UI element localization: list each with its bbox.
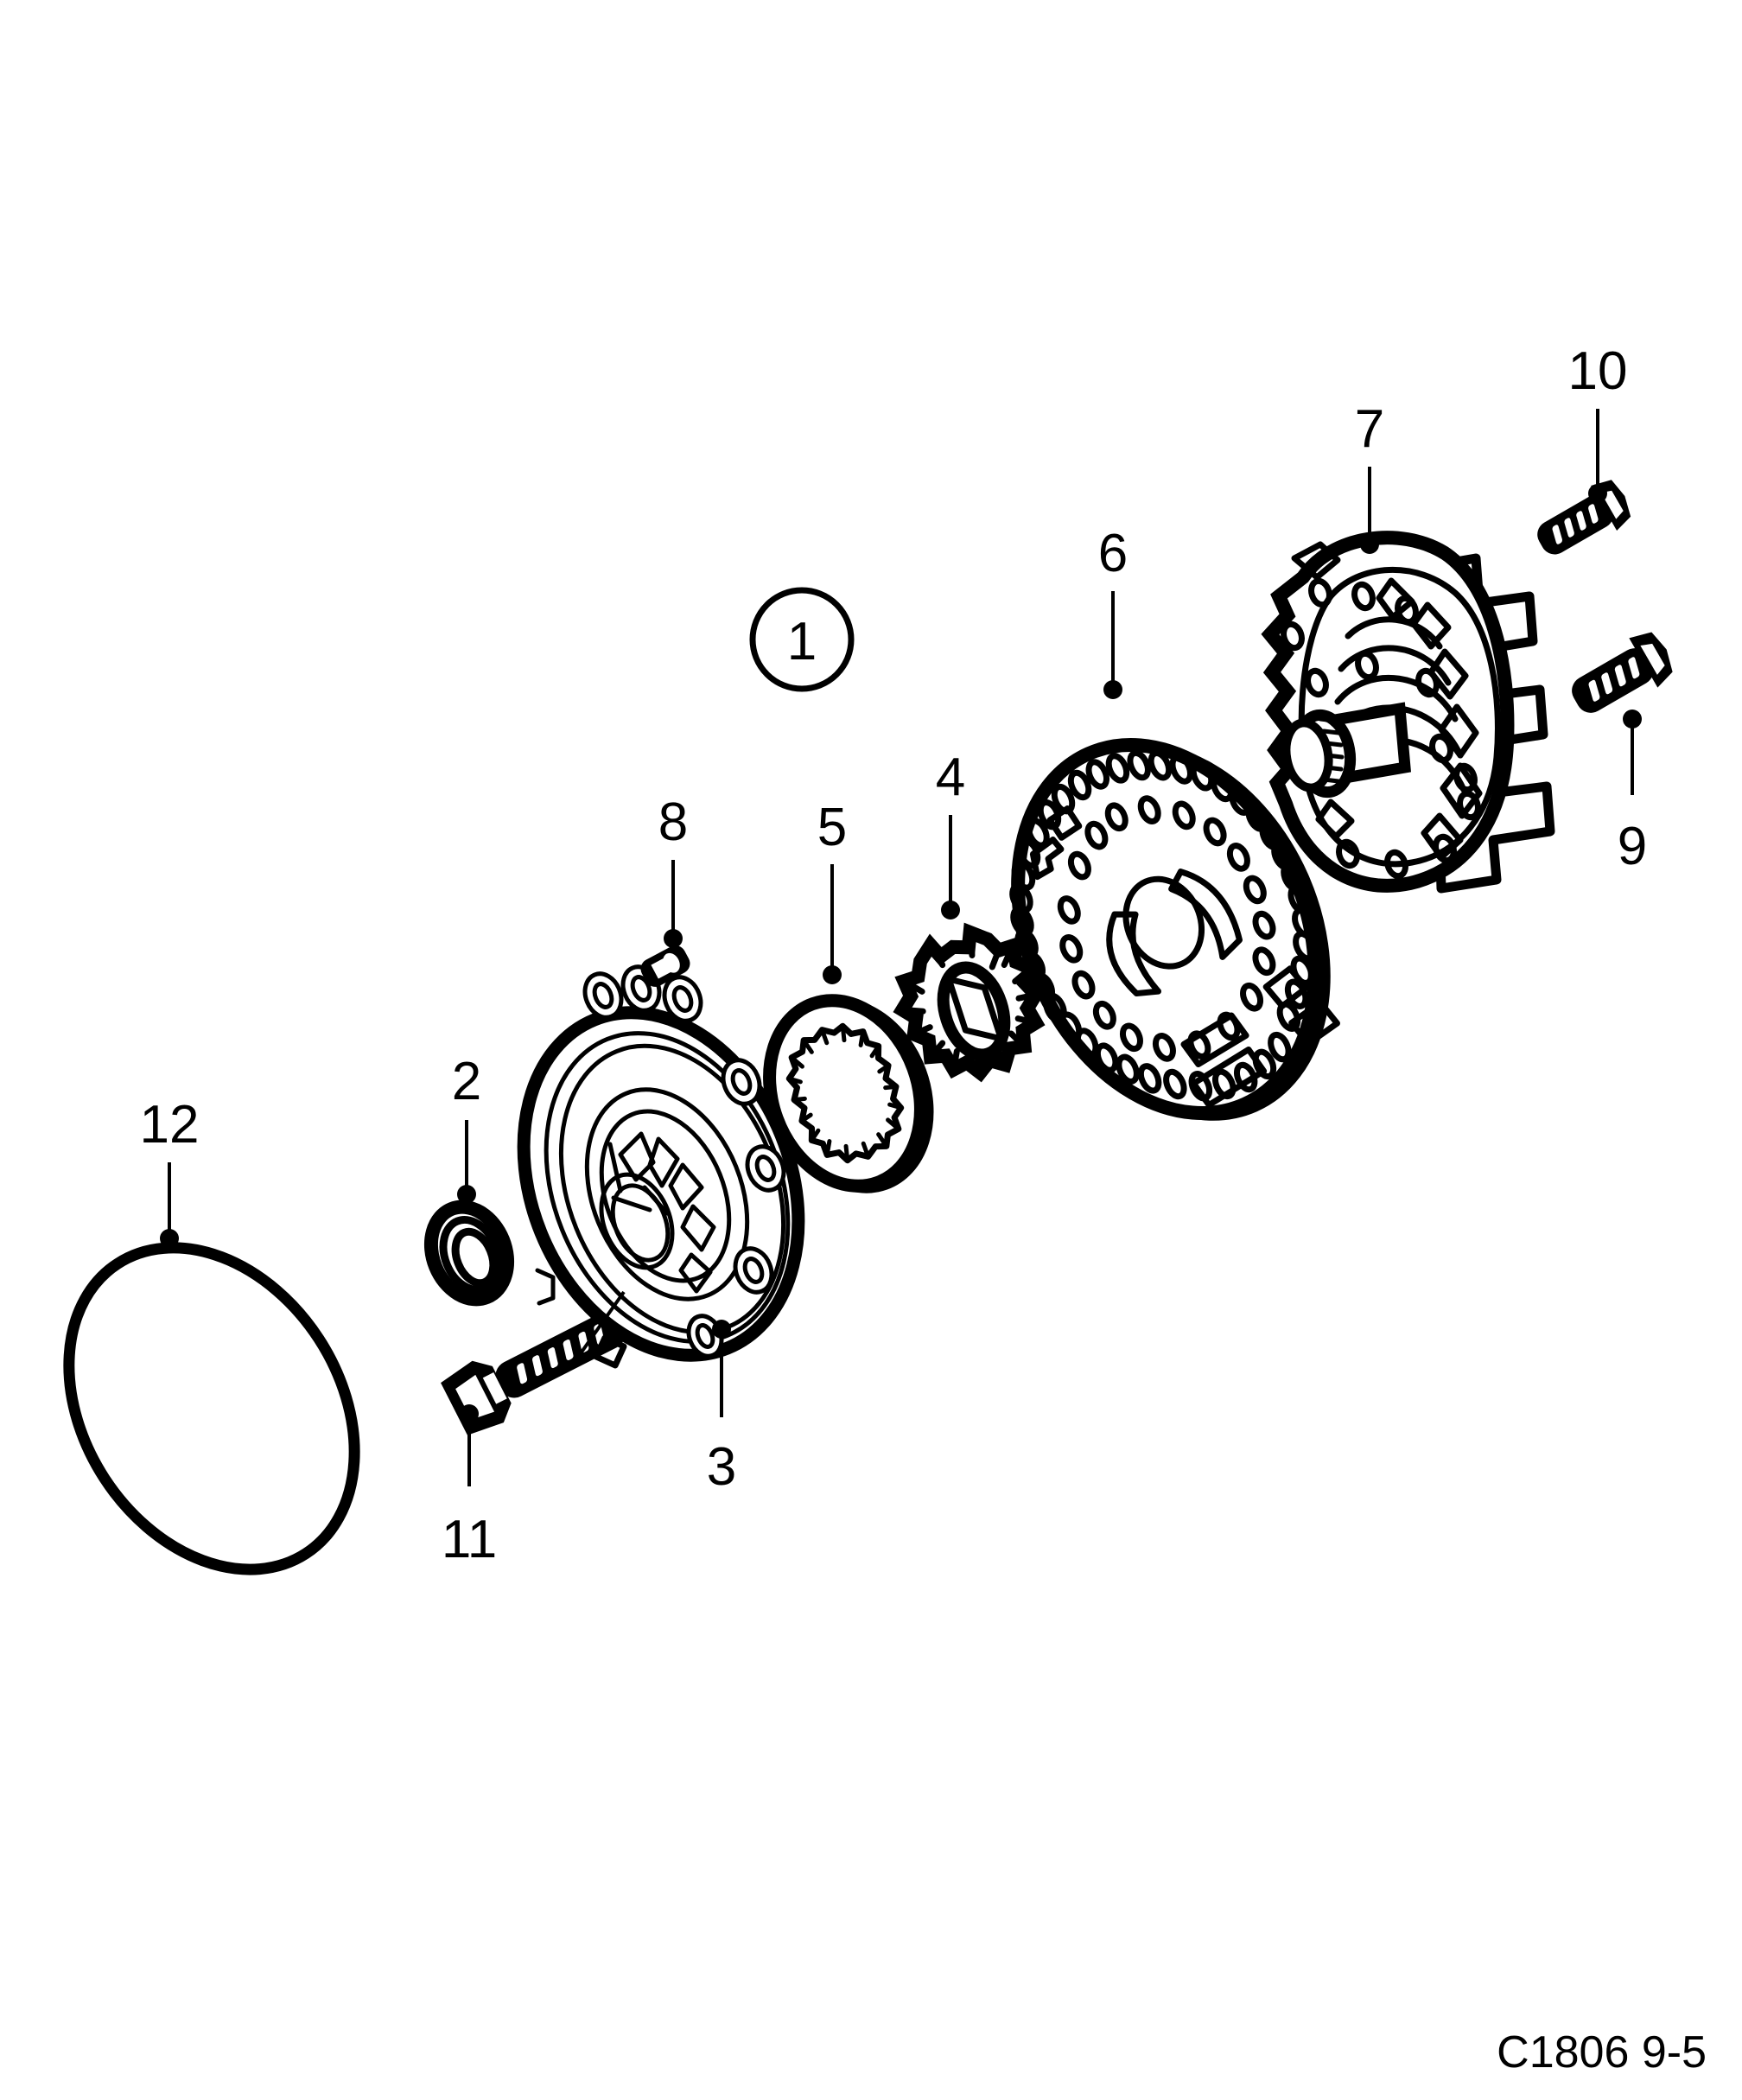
callout-label-3[interactable]: 3 bbox=[707, 1437, 736, 1497]
callout-labels: 12 2 11 3 8 5 4 6 7 10 9 bbox=[140, 341, 1648, 1569]
callout-label-9[interactable]: 9 bbox=[1618, 817, 1647, 876]
part-7-pump-housing bbox=[1261, 531, 1555, 894]
callout-label-10[interactable]: 10 bbox=[1568, 341, 1628, 401]
callout-label-12[interactable]: 12 bbox=[140, 1095, 200, 1155]
part-5-outer-gerotor-ring bbox=[763, 994, 934, 1193]
part-9-bolt bbox=[1572, 632, 1673, 713]
callout-label-5[interactable]: 5 bbox=[817, 798, 847, 857]
assembly-callout-circle bbox=[749, 587, 855, 692]
part-4-inner-gerotor-rotor bbox=[893, 922, 1046, 1083]
part-8-dowel-pin bbox=[640, 945, 690, 987]
callout-label-7[interactable]: 7 bbox=[1355, 399, 1384, 459]
callout-label-8[interactable]: 8 bbox=[658, 792, 688, 852]
part-6-pump-gasket-plate bbox=[1009, 738, 1340, 1121]
assembly-callout-number: 1 bbox=[787, 612, 817, 671]
callout-leaders bbox=[160, 409, 1642, 1486]
assembly-callout-1[interactable]: 1 bbox=[749, 587, 855, 692]
callout-label-6[interactable]: 6 bbox=[1098, 524, 1128, 583]
part-12-o-ring bbox=[63, 1242, 360, 1575]
callout-label-4[interactable]: 4 bbox=[936, 748, 965, 807]
part-2-oil-seal bbox=[423, 1200, 515, 1307]
callout-label-11[interactable]: 11 bbox=[442, 1510, 497, 1569]
figure-caption: C1806 9-5 bbox=[1497, 2027, 1707, 2078]
part-10-bolt bbox=[1537, 480, 1631, 555]
callout-label-2[interactable]: 2 bbox=[452, 1052, 481, 1111]
